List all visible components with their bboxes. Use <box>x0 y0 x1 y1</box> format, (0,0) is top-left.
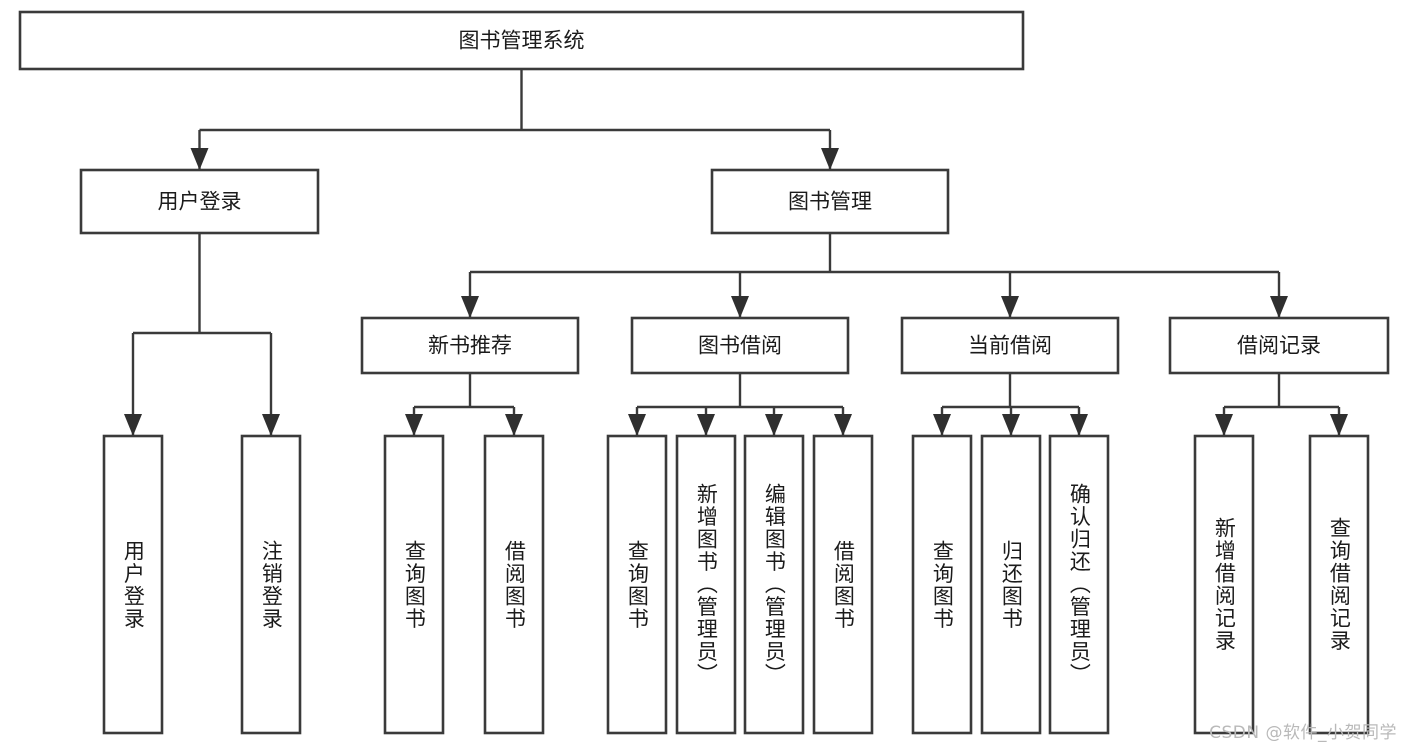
node-label-holder-book-borrow-edit: 编辑图书（管理员） <box>762 483 787 686</box>
node-book-borrow-borrow[interactable]: 借阅图书 <box>812 434 874 735</box>
arrow-head-icon-new-book-rec-borrow <box>505 414 523 436</box>
node-box-book-borrow-borrow <box>812 434 874 735</box>
node-label-current-borrow: 当前借阅 <box>968 334 1052 358</box>
node-label-current-borrow-return: 归还图书 <box>999 539 1024 630</box>
node-layer: 图书管理系统用户登录用户登录注销登录图书管理新书推荐查询图书借阅图书图书借阅查询… <box>18 10 1390 735</box>
node-label-new-book-rec-query: 查询图书 <box>402 539 427 630</box>
node-label-holder-current-borrow-confirm: 确认归还（管理员） <box>1067 483 1092 686</box>
arrow-head-icon-book-borrow-edit <box>765 414 783 436</box>
node-box-borrow-record-query <box>1308 434 1370 735</box>
node-borrow-record-query[interactable]: 查询借阅记录 <box>1308 434 1370 735</box>
arrow-head-icon-current-borrow-return <box>1002 414 1020 436</box>
node-user-login-logout[interactable]: 注销登录 <box>240 434 302 735</box>
node-borrow-record[interactable]: 借阅记录 <box>1168 316 1390 375</box>
node-box-user-login-login <box>102 434 164 735</box>
connector-layer <box>124 69 1348 436</box>
node-box-borrow-record-add <box>1193 434 1255 735</box>
node-label-holder-new-book-rec-query: 查询图书 <box>402 539 427 630</box>
node-label-user-login-logout: 注销登录 <box>259 539 284 630</box>
node-user-login[interactable]: 用户登录 <box>79 168 320 235</box>
node-label-holder-new-book-rec-borrow: 借阅图书 <box>502 539 527 630</box>
node-box-new-book-rec-borrow <box>483 434 545 735</box>
arrow-head-icon-user-login-login <box>124 414 142 436</box>
node-new-book-rec-query[interactable]: 查询图书 <box>383 434 445 735</box>
node-label-book-borrow-borrow: 借阅图书 <box>831 539 856 630</box>
node-label-holder-borrow-record-add: 新增借阅记录 <box>1212 517 1237 652</box>
node-box-user-login <box>79 168 320 235</box>
node-label-user-login-login: 用户登录 <box>121 539 146 630</box>
node-label-current-borrow-confirm: 确认归还（管理员） <box>1067 483 1092 686</box>
node-book-borrow[interactable]: 图书借阅 <box>630 316 850 375</box>
node-label-book-manage: 图书管理 <box>788 190 872 214</box>
node-label-book-borrow: 图书借阅 <box>698 334 782 358</box>
node-label-holder-current-borrow-return: 归还图书 <box>999 539 1024 630</box>
node-label-root: 图书管理系统 <box>459 29 585 53</box>
node-current-borrow-return[interactable]: 归还图书 <box>980 434 1042 735</box>
watermark-text: CSDN @软件_小贺同学 <box>1209 723 1397 743</box>
node-label-borrow-record-add: 新增借阅记录 <box>1212 517 1237 652</box>
node-current-borrow-confirm[interactable]: 确认归还（管理员） <box>1048 434 1110 735</box>
node-box-new-book-rec-query <box>383 434 445 735</box>
node-book-borrow-add[interactable]: 新增图书（管理员） <box>675 434 737 735</box>
arrow-head-icon-book-borrow-query <box>628 414 646 436</box>
node-box-book-borrow-edit <box>743 434 805 735</box>
node-current-borrow-query[interactable]: 查询图书 <box>911 434 973 735</box>
node-label-holder-borrow-record-query: 查询借阅记录 <box>1327 517 1352 652</box>
arrow-head-icon-borrow-record <box>1270 296 1288 318</box>
arrow-head-icon-current-borrow-query <box>933 414 951 436</box>
node-new-book-rec[interactable]: 新书推荐 <box>360 316 580 375</box>
arrow-head-icon-user-login <box>190 148 209 170</box>
arrow-head-icon-book-manage <box>821 148 839 170</box>
node-box-current-borrow <box>900 316 1120 375</box>
arrow-head-icon-book-borrow-borrow <box>834 414 852 436</box>
node-box-current-borrow-return <box>980 434 1042 735</box>
node-box-book-borrow <box>630 316 850 375</box>
node-label-user-login: 用户登录 <box>158 190 242 214</box>
arrow-head-icon-user-login-logout <box>262 414 280 436</box>
node-label-new-book-rec: 新书推荐 <box>428 334 512 358</box>
node-box-book-borrow-query <box>606 434 668 735</box>
node-label-book-borrow-edit: 编辑图书（管理员） <box>762 483 787 686</box>
node-borrow-record-add[interactable]: 新增借阅记录 <box>1193 434 1255 735</box>
node-label-book-borrow-query: 查询图书 <box>625 539 650 630</box>
node-label-holder-book-borrow-add: 新增图书（管理员） <box>694 483 719 686</box>
arrow-head-icon-current-borrow <box>1001 296 1019 318</box>
arrow-head-icon-current-borrow-confirm <box>1070 414 1088 436</box>
node-label-holder-book-borrow-query: 查询图书 <box>625 539 650 630</box>
node-label-holder-user-login-login: 用户登录 <box>121 539 146 630</box>
arrow-head-icon-borrow-record-query <box>1330 414 1348 436</box>
node-label-borrow-record-query: 查询借阅记录 <box>1327 517 1352 652</box>
node-box-root <box>18 10 1025 71</box>
node-root[interactable]: 图书管理系统 <box>18 10 1025 71</box>
node-label-holder-user-login-logout: 注销登录 <box>259 539 284 630</box>
arrow-head-icon-borrow-record-add <box>1215 414 1233 436</box>
node-label-new-book-rec-borrow: 借阅图书 <box>502 539 527 630</box>
node-box-user-login-logout <box>240 434 302 735</box>
node-box-current-borrow-query <box>911 434 973 735</box>
node-new-book-rec-borrow[interactable]: 借阅图书 <box>483 434 545 735</box>
node-box-current-borrow-confirm <box>1048 434 1110 735</box>
node-box-borrow-record <box>1168 316 1390 375</box>
node-user-login-login[interactable]: 用户登录 <box>102 434 164 735</box>
node-box-new-book-rec <box>360 316 580 375</box>
arrow-head-icon-new-book-rec-query <box>405 414 423 436</box>
node-box-book-manage <box>710 168 950 235</box>
node-current-borrow[interactable]: 当前借阅 <box>900 316 1120 375</box>
node-label-borrow-record: 借阅记录 <box>1237 334 1321 358</box>
node-box-book-borrow-add <box>675 434 737 735</box>
node-label-holder-current-borrow-query: 查询图书 <box>930 539 955 630</box>
node-label-holder-book-borrow-borrow: 借阅图书 <box>831 539 856 630</box>
arrow-head-icon-new-book-rec <box>461 296 479 318</box>
node-book-borrow-edit[interactable]: 编辑图书（管理员） <box>743 434 805 735</box>
arrow-head-icon-book-borrow <box>731 296 749 318</box>
node-label-current-borrow-query: 查询图书 <box>930 539 955 630</box>
node-book-borrow-query[interactable]: 查询图书 <box>606 434 668 735</box>
node-book-manage[interactable]: 图书管理 <box>710 168 950 235</box>
arrow-head-icon-book-borrow-add <box>697 414 715 436</box>
node-label-book-borrow-add: 新增图书（管理员） <box>694 483 719 686</box>
